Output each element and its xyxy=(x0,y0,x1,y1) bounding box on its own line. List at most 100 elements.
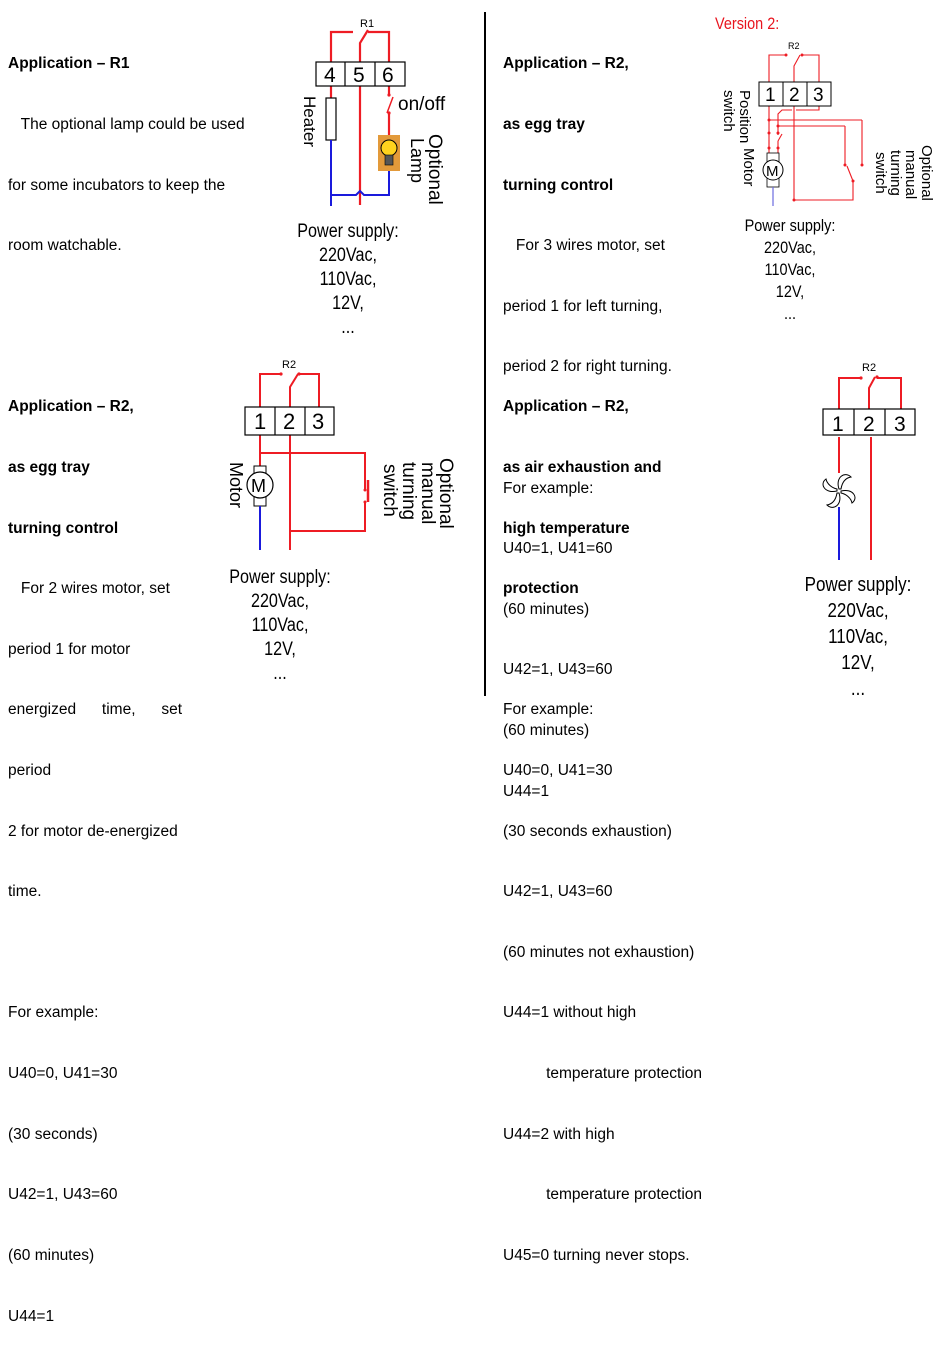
r1-power-supply: Power supply: 220Vac, 110Vac, 12V, ... xyxy=(297,220,399,340)
text-line: energized time, set xyxy=(8,701,183,719)
r2-terminal: 2 xyxy=(863,413,875,436)
r2-2wire-title: Application – R2, xyxy=(8,398,134,416)
power-supply-line: 12V, xyxy=(775,282,805,301)
motor-label: Motor xyxy=(226,462,246,508)
r1-optional-label: Optional xyxy=(424,134,445,205)
text-line: 2 for motor de-energized xyxy=(8,822,178,840)
r1-terminal: 6 xyxy=(382,64,394,87)
r2-relay-label: R2 xyxy=(788,41,800,51)
r1-relay-contacts xyxy=(329,29,391,205)
power-supply-line: 12V, xyxy=(841,652,875,674)
motor-icon: M xyxy=(246,465,274,507)
r2-2wire-terminal-block: 1 2 3 xyxy=(244,406,335,436)
text-line: (60 minutes) xyxy=(8,1246,95,1264)
r2-exhaust-text-block: Application – R2, as air exhaustion and … xyxy=(503,357,702,1286)
power-supply-line: 110Vac, xyxy=(251,615,309,636)
text-line: (60 minutes) xyxy=(503,600,590,618)
text-line: period 1 for left turning, xyxy=(503,297,663,315)
text-line: U44=1 xyxy=(8,1307,55,1325)
power-supply-line: 12V, xyxy=(264,639,296,660)
power-supply-line: 12V, xyxy=(332,293,364,314)
r2-exhaust-power-supply: Power supply: 220Vac, 110Vac, 12V, ... xyxy=(799,572,918,702)
r1-neutral-wires xyxy=(330,140,390,206)
text-line: U40=0, U41=30 xyxy=(503,762,613,780)
text-line: temperature protection xyxy=(503,1065,703,1083)
text-line xyxy=(8,943,182,963)
motor-symbol: M xyxy=(766,163,779,180)
power-supply-line: ... xyxy=(783,304,797,323)
r1-text-block: Application – R1 The optional lamp could… xyxy=(8,14,245,277)
r2-exhaust-wiring-diagram: R2 1 2 3 xyxy=(822,362,916,560)
manual-switch-label: Optional xyxy=(918,145,935,201)
motor-symbol: M xyxy=(251,476,266,496)
manual-switch-label: turning xyxy=(398,462,419,520)
r2-3wire-title: Application – R2, xyxy=(503,55,629,73)
r2-exhaust-terminal-block: 1 2 3 xyxy=(822,408,916,436)
text-line: period xyxy=(8,762,52,780)
power-supply-line: Power supply: xyxy=(804,574,912,596)
power-supply-line: 110Vac, xyxy=(828,626,888,648)
text-line: period 2 for right turning. xyxy=(503,358,672,376)
power-supply-line: 220Vac, xyxy=(318,245,378,266)
manual-switch-label: switch xyxy=(379,464,400,517)
heater-icon xyxy=(325,97,337,141)
power-supply-line: Power supply: xyxy=(297,221,399,242)
r1-relay-label: R1 xyxy=(360,18,374,30)
r2-3wire-terminal-block: 1 2 3 xyxy=(758,81,832,107)
motor-icon: M xyxy=(762,152,784,188)
position-switch-label: switch xyxy=(720,90,737,132)
r1-terminal: 4 xyxy=(324,64,336,87)
r2-terminal: 3 xyxy=(312,409,324,434)
power-supply-line: 110Vac, xyxy=(764,260,816,279)
motor-label: Motor xyxy=(740,148,757,186)
text-line: For example: xyxy=(503,701,594,719)
r2-3wire-wiring-diagram: R2 1 2 3 Position switch Motor xyxy=(720,41,935,206)
fan-icon xyxy=(822,474,856,508)
text-line: U40=1, U41=60 xyxy=(503,540,613,558)
r1-heater-label: Heater xyxy=(300,96,319,147)
text-line: (30 seconds) xyxy=(8,1125,98,1143)
r2-terminal: 3 xyxy=(894,413,906,436)
r1-line: The optional lamp could be used xyxy=(8,116,245,134)
text-line: For 2 wires motor, set xyxy=(8,580,170,598)
text-line xyxy=(503,640,702,660)
r2-exhaust-title: high temperature xyxy=(503,519,630,537)
power-supply-line: 110Vac, xyxy=(319,269,377,290)
manual-switch-label: manual xyxy=(417,462,438,524)
r1-switch-label: on/off xyxy=(398,94,446,115)
text-line: U42=1, U43=60 xyxy=(503,661,613,679)
r2-3wire-text-block: Application – R2, as egg tray turning co… xyxy=(503,14,672,822)
manual-switch-label: manual xyxy=(902,150,919,199)
r2-exhaust-red-wires xyxy=(838,376,902,560)
r2-terminal: 1 xyxy=(832,413,844,436)
r1-wiring-diagram: R1 4 5 6 Heater on/off Lamp Optional xyxy=(300,18,446,206)
r1-line: for some incubators to keep the xyxy=(8,176,226,194)
r2-2wire-power-supply: Power supply: 220Vac, 110Vac, 12V, ... xyxy=(225,566,336,686)
lamp-icon xyxy=(378,135,400,171)
r2-3wire-junctions xyxy=(767,53,864,202)
power-supply-line: ... xyxy=(850,678,866,700)
version-label: Version 2: xyxy=(715,14,780,33)
r2-exhaust-title: as air exhaustion and xyxy=(503,459,662,477)
r2-3wire-title: as egg tray xyxy=(503,116,585,134)
power-supply-line: ... xyxy=(273,663,287,684)
power-supply-line: Power supply: xyxy=(744,216,836,235)
power-supply-line: Power supply: xyxy=(229,567,331,588)
r2-2wire-title: turning control xyxy=(8,519,119,537)
r1-onoff-switch xyxy=(386,96,394,114)
r2-2wire-text-block: Application – R2, as egg tray turning co… xyxy=(8,357,182,1347)
text-line: For example: xyxy=(503,479,594,497)
text-line: (60 minutes not exhaustion) xyxy=(503,943,695,961)
power-supply-line: 220Vac, xyxy=(250,591,310,612)
r2-terminal: 3 xyxy=(813,85,824,106)
manual-switch-label: turning xyxy=(887,150,904,196)
power-supply-line: 220Vac, xyxy=(827,600,889,622)
r2-terminal: 2 xyxy=(283,409,295,434)
r2-2wire-red-wires xyxy=(259,373,366,550)
r2-3wire-power-supply: Power supply: 220Vac, 110Vac, 12V, ... xyxy=(731,215,850,325)
position-label: Position xyxy=(736,90,753,143)
text-line: U40=0, U41=30 xyxy=(8,1065,118,1083)
r2-2wire-wiring-diagram: R2 1 2 3 Motor M Optional manual turning… xyxy=(226,359,456,550)
r2-terminal: 1 xyxy=(254,409,266,434)
r2-2wire-title: as egg tray xyxy=(8,459,90,477)
